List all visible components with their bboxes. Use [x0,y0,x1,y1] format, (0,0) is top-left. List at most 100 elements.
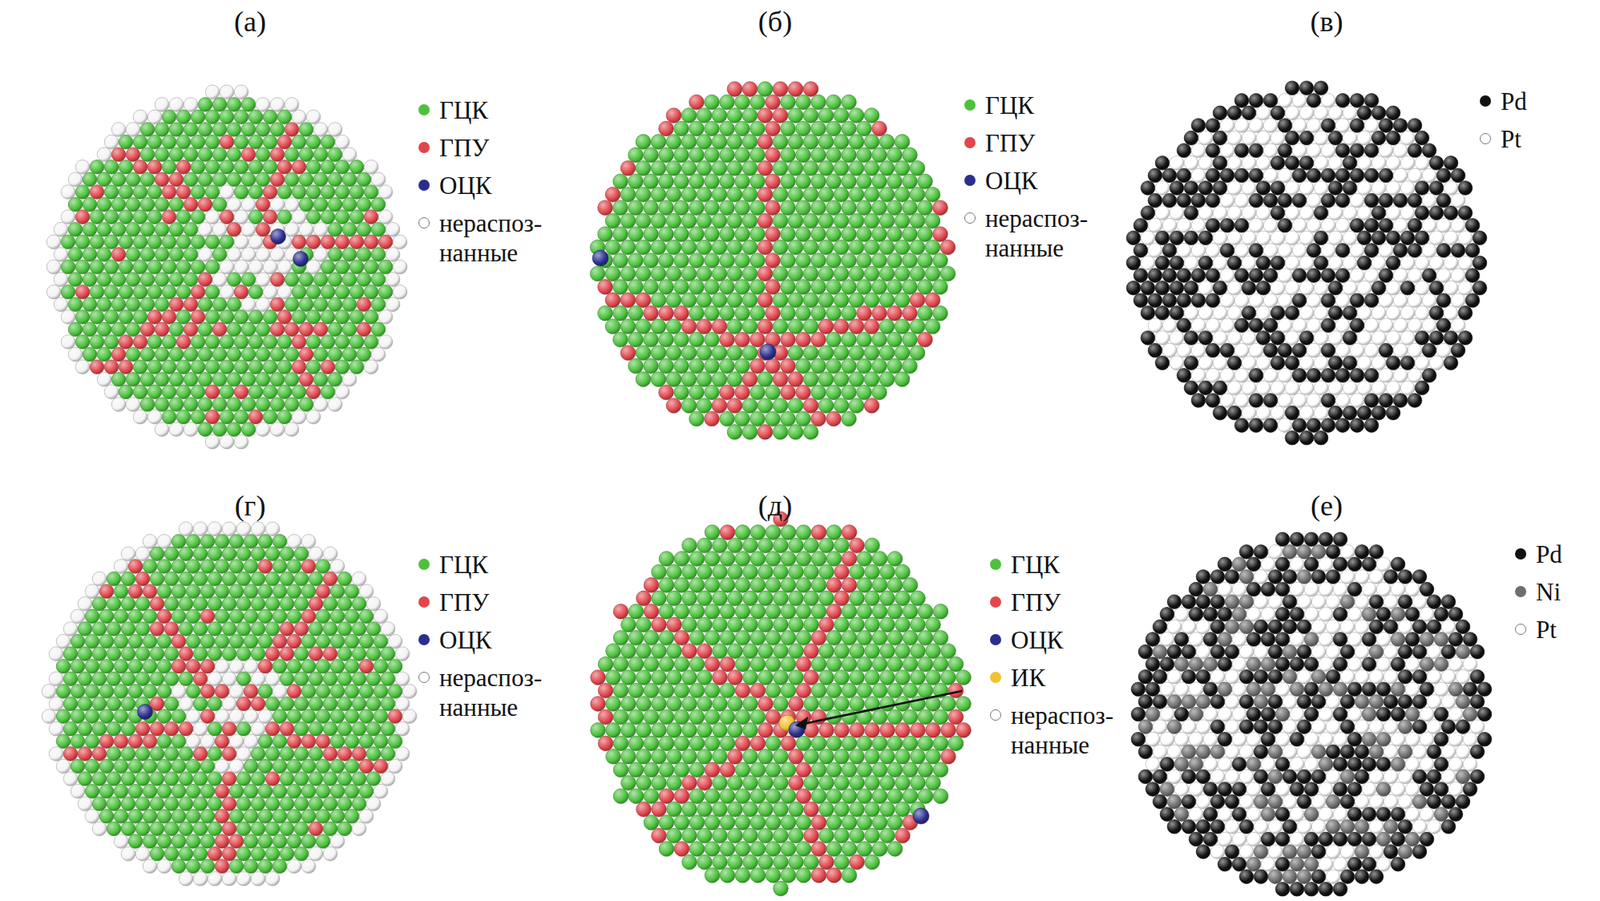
atom [643,200,659,216]
atom [229,559,244,574]
atom [795,279,812,295]
atom [349,210,364,225]
atom [1436,343,1451,358]
atom [169,372,184,388]
atom [214,734,230,749]
atom [111,197,126,212]
atom [313,347,328,362]
atom [1429,355,1444,371]
atom [1458,230,1473,246]
atom [1220,268,1235,283]
atom [803,186,819,203]
atom [60,234,76,250]
atom [1241,380,1257,396]
atom [1414,130,1430,146]
atom [320,185,336,200]
atom [674,253,690,269]
atom [803,134,819,150]
atom [255,397,271,413]
atom [1443,181,1459,196]
atom [342,272,357,287]
atom [917,226,934,243]
atom [1393,293,1408,308]
atom [658,331,675,348]
atom [111,122,126,138]
atom [597,306,614,322]
atom [366,622,381,637]
atom [1335,243,1350,259]
atom [1234,218,1249,233]
atom [759,343,776,360]
atom [133,210,148,225]
atom [262,109,278,125]
atom [1385,355,1401,371]
atom [111,322,126,337]
atom [272,684,287,699]
atom [219,185,235,200]
atom [147,310,162,325]
atom [241,147,256,162]
atom [178,546,194,562]
atom [727,319,743,335]
atom [176,284,191,299]
atom [1364,343,1379,358]
atom [1284,230,1300,246]
atom [241,97,256,113]
atom [704,226,720,243]
atom [286,609,302,624]
atom [207,747,223,762]
atom [757,239,773,255]
atom [1335,143,1350,158]
atom [757,81,773,97]
atom [284,422,299,437]
atom [696,266,712,282]
atom [750,94,766,110]
atom [1183,181,1199,196]
atom [742,81,758,97]
atom [291,335,307,350]
atom [371,272,386,287]
atom [262,409,278,425]
atom [674,200,690,216]
atom [1349,393,1365,409]
atom [291,185,307,200]
atom [1443,280,1459,295]
atom [1378,268,1394,283]
atom [1385,230,1401,246]
atom [704,173,720,190]
atom [1205,193,1221,208]
atom [197,297,213,312]
atom [1357,105,1372,121]
atom [803,371,819,388]
atom [183,172,198,187]
atom [719,411,736,427]
atom [628,279,644,295]
atom [205,210,220,225]
atom [1342,156,1358,171]
atom [265,521,280,537]
atom [142,559,158,574]
atom [327,297,343,312]
atom [1407,218,1423,233]
atom [63,747,78,762]
atom [222,671,237,687]
atom [1284,156,1300,171]
atom [1349,218,1365,233]
atom [161,335,177,350]
atom [1321,293,1336,308]
atom [1378,318,1394,333]
atom [787,108,804,124]
atom [772,239,788,255]
atom [613,226,629,243]
atom [811,226,827,243]
atom [735,253,751,269]
atom [306,210,321,225]
atom [53,297,69,312]
atom [1234,268,1249,283]
atom [1306,243,1322,259]
atom [142,584,158,599]
atom [1422,143,1437,158]
atom [125,397,141,413]
atom [363,335,379,350]
atom [133,234,148,250]
